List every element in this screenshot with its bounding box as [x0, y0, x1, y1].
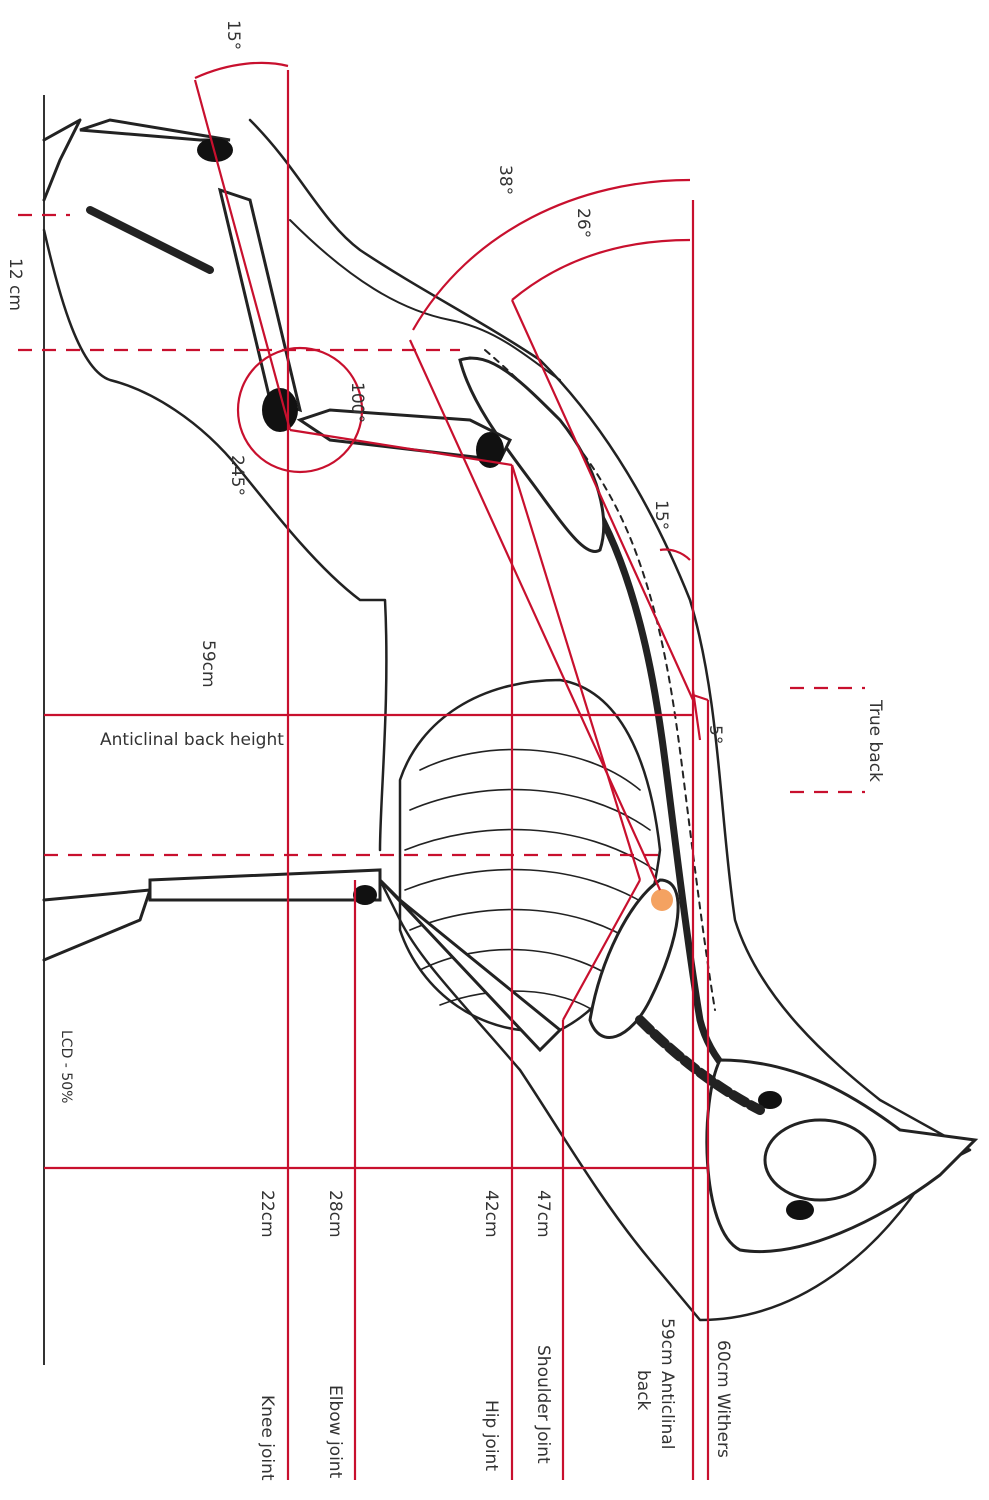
angle-hock-label: 245°: [227, 455, 247, 496]
lcd-label: LCD - 50%: [58, 1030, 74, 1103]
hock-length-label: 12 cm: [5, 258, 25, 311]
shoulder-value: 47cm: [533, 1190, 553, 1238]
knee-joint-label: Knee joint: [257, 1395, 277, 1481]
anticlinal-value: 59cm Anticlinal: [657, 1318, 677, 1449]
hip-value: 42cm: [481, 1190, 501, 1238]
anticlinal-height-value: 59cm: [198, 640, 218, 688]
true-back-label: True back: [865, 699, 885, 782]
angle-pelvis-inner-label: 26°: [573, 208, 593, 238]
anticlinal-back-height-label: Anticlinal back height: [100, 730, 284, 750]
angle-hind-top-label: 15°: [223, 20, 243, 50]
anticlinal-back-label: back: [633, 1370, 653, 1411]
knee-value: 22cm: [257, 1190, 277, 1238]
elbow-joint-label: Elbow joint: [325, 1385, 345, 1479]
angle-pelvis-outer-label: 38°: [495, 165, 515, 195]
hip-joint-label: Hip joint: [481, 1400, 501, 1471]
angle-croup-label: 15°: [651, 500, 671, 530]
shoulder-marker: [651, 889, 673, 911]
angle-back-label: 5°: [705, 725, 725, 744]
withers-value: 60cm Withers: [713, 1340, 733, 1458]
shoulder-joint-label: Shoulder Joint: [533, 1345, 553, 1464]
angle-stifle-label: 100°: [347, 382, 367, 423]
measurement-lines: [18, 63, 865, 1480]
skeleton-drawing: [44, 120, 975, 1320]
elbow-value: 28cm: [325, 1190, 345, 1238]
